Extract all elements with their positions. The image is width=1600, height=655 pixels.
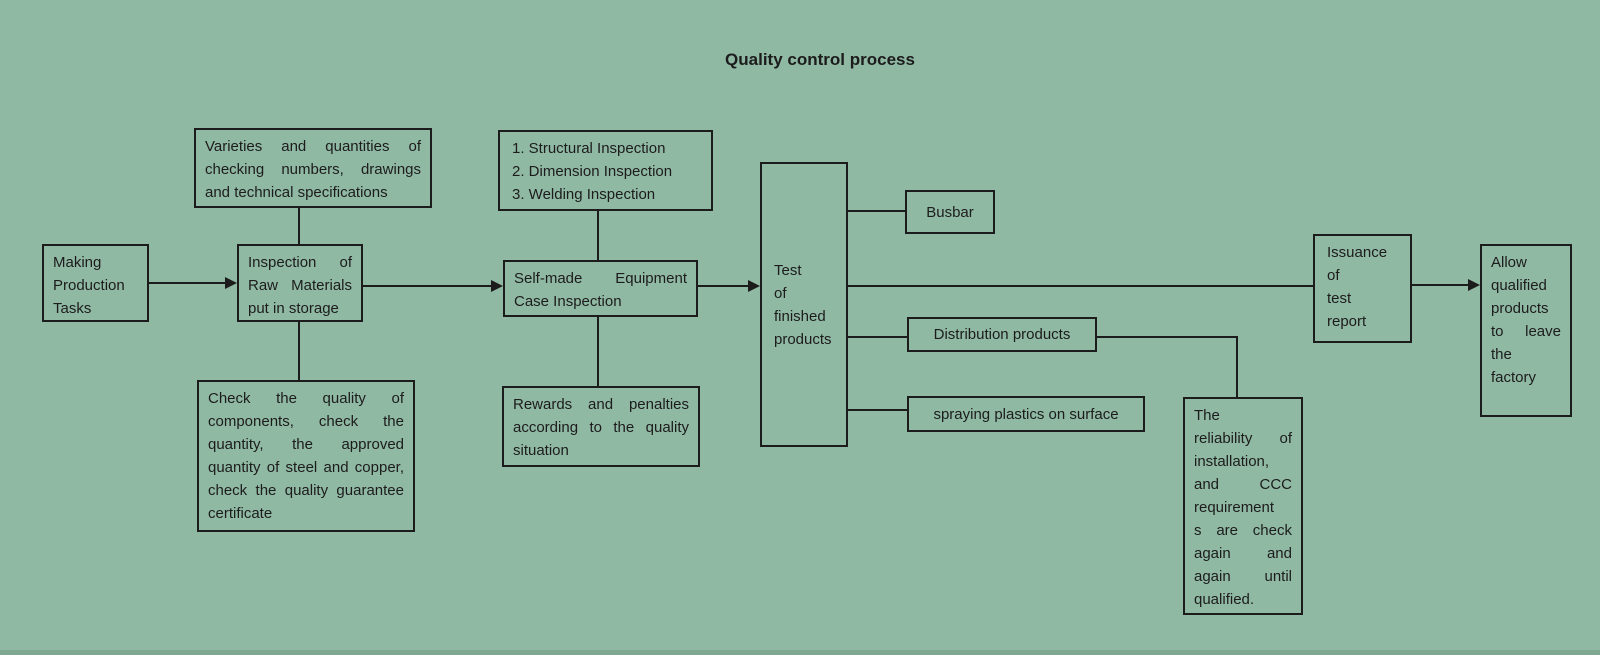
connector-inspection-to-selfmade [363, 285, 491, 287]
connector-selfmade-to-rewards [597, 317, 599, 386]
connector-making-to-inspection [149, 282, 225, 284]
connector-distribution-elbow-vertical [1236, 336, 1238, 397]
connector-test-to-spraying [848, 409, 907, 411]
node-reliability-ccc: The reliability of installation, and CCC… [1183, 397, 1303, 615]
node-inspection-steps: 1. Structural Inspection 2. Dimension In… [498, 130, 713, 211]
connector-issuance-to-allow [1412, 284, 1468, 286]
node-test-finished-products: Test of finished products [760, 162, 848, 447]
arrowhead-issuance-to-allow-icon [1468, 279, 1480, 291]
arrowhead-inspection-to-selfmade-icon [491, 280, 503, 292]
node-varieties-quantities: Varieties and quantities of checking num… [194, 128, 432, 208]
node-self-made-equipment: Self-made Equipment Case Inspection [503, 260, 698, 317]
connector-distribution-elbow-horizontal [1095, 336, 1238, 338]
arrowhead-selfmade-to-test-icon [748, 280, 760, 292]
node-rewards-penalties: Rewards and penalties according to the q… [502, 386, 700, 467]
connector-test-to-issuance [848, 285, 1313, 287]
diagram-title: Quality control process [725, 50, 915, 69]
arrowhead-making-to-inspection-icon [225, 277, 237, 289]
connector-steps-to-selfmade [597, 211, 599, 260]
node-allow-leave-factory: Allow qualified products to leave the fa… [1480, 244, 1572, 417]
bottom-border [0, 650, 1600, 655]
node-busbar: Busbar [905, 190, 995, 234]
connector-varieties-to-inspection [298, 208, 300, 244]
node-making-production-tasks: Making Production Tasks [42, 244, 149, 322]
connector-test-to-distribution [848, 336, 907, 338]
node-issuance-test-report: Issuance of test report [1313, 234, 1412, 343]
connector-test-to-busbar [848, 210, 905, 212]
node-spraying-plastics: spraying plastics on surface [907, 396, 1145, 432]
node-distribution-products: Distribution products [907, 317, 1097, 352]
connector-selfmade-to-test [698, 285, 748, 287]
node-raw-materials-inspection: Inspection of Raw Materials put in stora… [237, 244, 363, 322]
connector-inspection-to-check [298, 322, 300, 380]
node-check-quality-components: Check the quality of components, check t… [197, 380, 415, 532]
